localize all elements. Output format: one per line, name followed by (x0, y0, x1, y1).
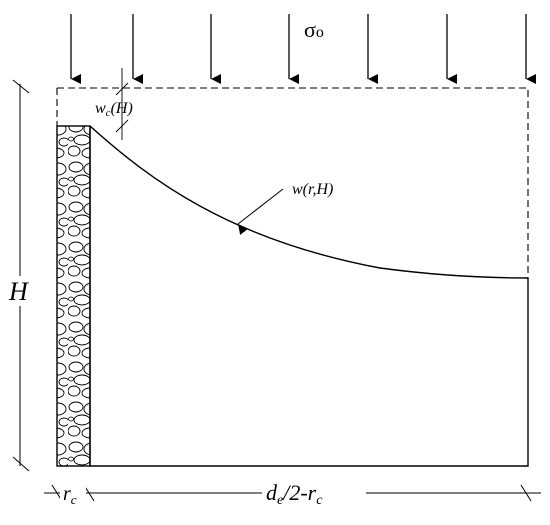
initial-surface-dashed (56, 87, 529, 278)
stone-column (56, 125, 91, 467)
column-settlement-label: wc(H) (95, 100, 133, 119)
unit-cell-width-label: de/2-rc (266, 480, 323, 508)
column-settlement-dimension (115, 68, 129, 140)
settlement-label: w(r,H) (292, 181, 333, 198)
settlement-leader-arrow (237, 188, 284, 235)
load-arrows (70, 14, 536, 84)
settlement-curve (89, 125, 529, 279)
load-symbol: σ (304, 17, 316, 42)
soil-boundary (89, 126, 529, 467)
column-radius-label: rc (63, 483, 77, 507)
load-label: σo (304, 17, 324, 42)
height-dimension (12, 79, 30, 472)
load-subscript: o (316, 24, 324, 41)
height-label: H (8, 277, 29, 306)
